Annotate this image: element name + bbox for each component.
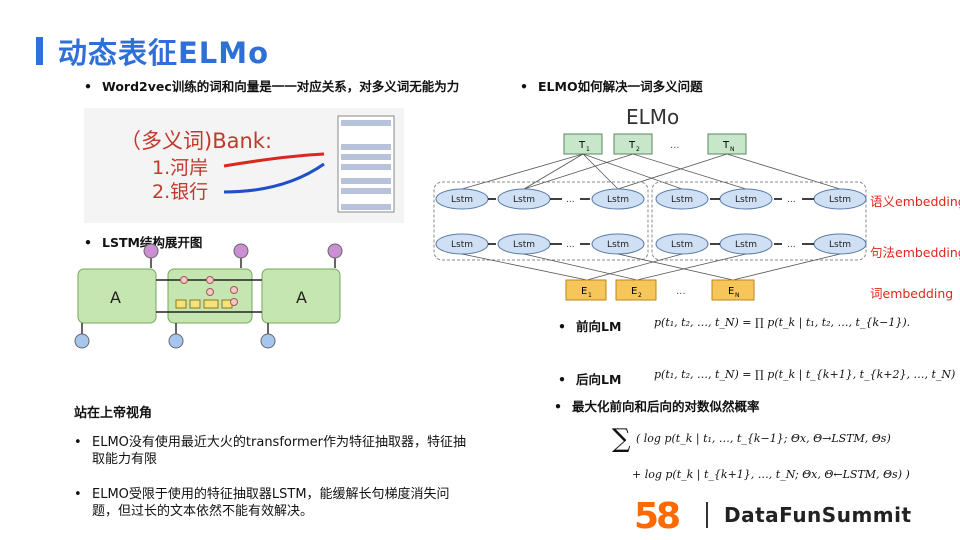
svg-text:...: ... [566,240,575,250]
logo-58: 58 [634,496,681,537]
svg-text:Lstm: Lstm [451,240,473,250]
heading-god-view: 站在上帝视角 [74,406,153,421]
paragraph-lstm-limit: • ELMO受限于使用的特征抽取器LSTM，能缓解长句梯度消失问题，但过长的文本… [74,486,470,520]
svg-text:1: 1 [586,146,590,153]
lstm-cell-label: A [110,288,121,307]
page-title: 动态表征ELMo [58,36,270,70]
elmo-diagram-title: ELMo [626,105,679,129]
paragraph-lstm-limit-text: ELMO受限于使用的特征抽取器LSTM，能缓解长句梯度消失问题，但过长的文本依然… [92,487,450,519]
footer-brand: DataFunSummit [724,503,912,527]
formula-forward: p(t₁, t₂, …, t_N) = ∏ p(t_k | t₁, t₂, …,… [654,316,911,329]
bullet-lstm: LSTM结构展开图 [84,232,202,251]
svg-text:Lstm: Lstm [735,240,757,250]
svg-text:E: E [728,286,734,297]
sense-1-arrow [223,152,325,168]
footer-separator [706,502,708,528]
svg-text:T: T [578,140,586,151]
svg-text:T: T [628,140,636,151]
lstm-row-top [435,188,867,210]
paragraph-transformer-text: ELMO没有使用最近大火的transformer作为特征抽取器，特征抽取能力有限 [92,435,466,467]
bullet-dot: • [74,435,82,450]
svg-text:2: 2 [638,292,642,299]
bank-sense-1: 1.河岸 [152,157,208,179]
forward-lstm-group [433,181,649,261]
lstm-unrolled-figure: A A [74,243,343,349]
paragraph-transformer: • ELMO没有使用最近大火的transformer作为特征抽取器，特征抽取能力… [74,434,470,468]
bullet-elmo: ELMO如何解决一词多义问题 [520,76,703,95]
sense-2-arrow [223,162,325,194]
formula-sum-line2: + log p(t_k | t_{k+1}, …, t_N; Θx, Θ←LST… [632,468,910,481]
bank-sense-2: 2.银行 [152,181,208,203]
input-node [260,333,276,349]
svg-text:E: E [631,286,637,297]
matrix-rows [341,120,391,210]
input-node [168,333,184,349]
svg-text:...: ... [787,240,796,250]
bank-label: （多义词)Bank: [120,129,272,153]
logo-58-text: 58 [634,496,681,537]
output-node [233,243,249,259]
svg-text:E: E [581,286,587,297]
label-semantic-embedding: 语义embedding [870,194,960,209]
bullet-backward-lm: 后向LM [558,369,621,388]
bullet-forward-lm: 前向LM [558,316,621,335]
lstm-cell [261,268,341,324]
output-ellipsis: ... [670,140,680,151]
svg-text:Lstm: Lstm [735,195,757,205]
bullet-dot: • [74,487,82,502]
svg-text:Lstm: Lstm [829,195,851,205]
svg-text:...: ... [566,195,575,205]
svg-text:Lstm: Lstm [671,240,693,250]
lstm-cell [77,268,157,324]
lstm-cell-label: A [296,288,307,307]
svg-text:N: N [735,292,740,299]
backward-lstm-group [651,181,867,261]
svg-text:Lstm: Lstm [671,195,693,205]
svg-text:...: ... [787,195,796,205]
input-node [74,333,90,349]
embedding-ellipsis: ... [676,286,686,297]
output-node [143,243,159,259]
label-syntax-embedding: 句法embedding [870,245,960,260]
svg-text:T: T [722,140,730,151]
label-word-embedding: 词embedding [870,286,954,301]
svg-text:Lstm: Lstm [607,195,629,205]
svg-text:Lstm: Lstm [829,240,851,250]
formula-sum-symbol: ∑ [612,424,631,454]
svg-text:1: 1 [588,292,592,299]
formula-backward: p(t₁, t₂, …, t_N) = ∏ p(t_k | t_{k+1}, t… [654,368,956,381]
pointwise-ops [180,276,238,306]
gate-boxes [175,299,233,309]
svg-text:Lstm: Lstm [513,240,535,250]
formula-sum-line1: ( log p(t_k | t₁, …, t_{k−1}; Θx, Θ→LSTM… [636,432,891,445]
svg-text:N: N [730,146,735,153]
svg-text:Lstm: Lstm [451,195,473,205]
bullet-maximize: 最大化前向和后向的对数似然概率 [554,396,760,415]
svg-text:Lstm: Lstm [513,195,535,205]
output-node [327,243,343,259]
title-accent-bar [36,37,43,65]
bank-polysemy-figure: （多义词)Bank: 1.河岸 2.银行 [84,108,404,223]
lstm-row-bottom [435,233,867,255]
svg-text:2: 2 [636,146,640,153]
lstm-ellipses: ...... ...... [566,195,796,250]
svg-text:Lstm: Lstm [607,240,629,250]
bullet-word2vec: Word2vec训练的词和向量是一一对应关系，对多义词无能为力 [84,76,459,95]
